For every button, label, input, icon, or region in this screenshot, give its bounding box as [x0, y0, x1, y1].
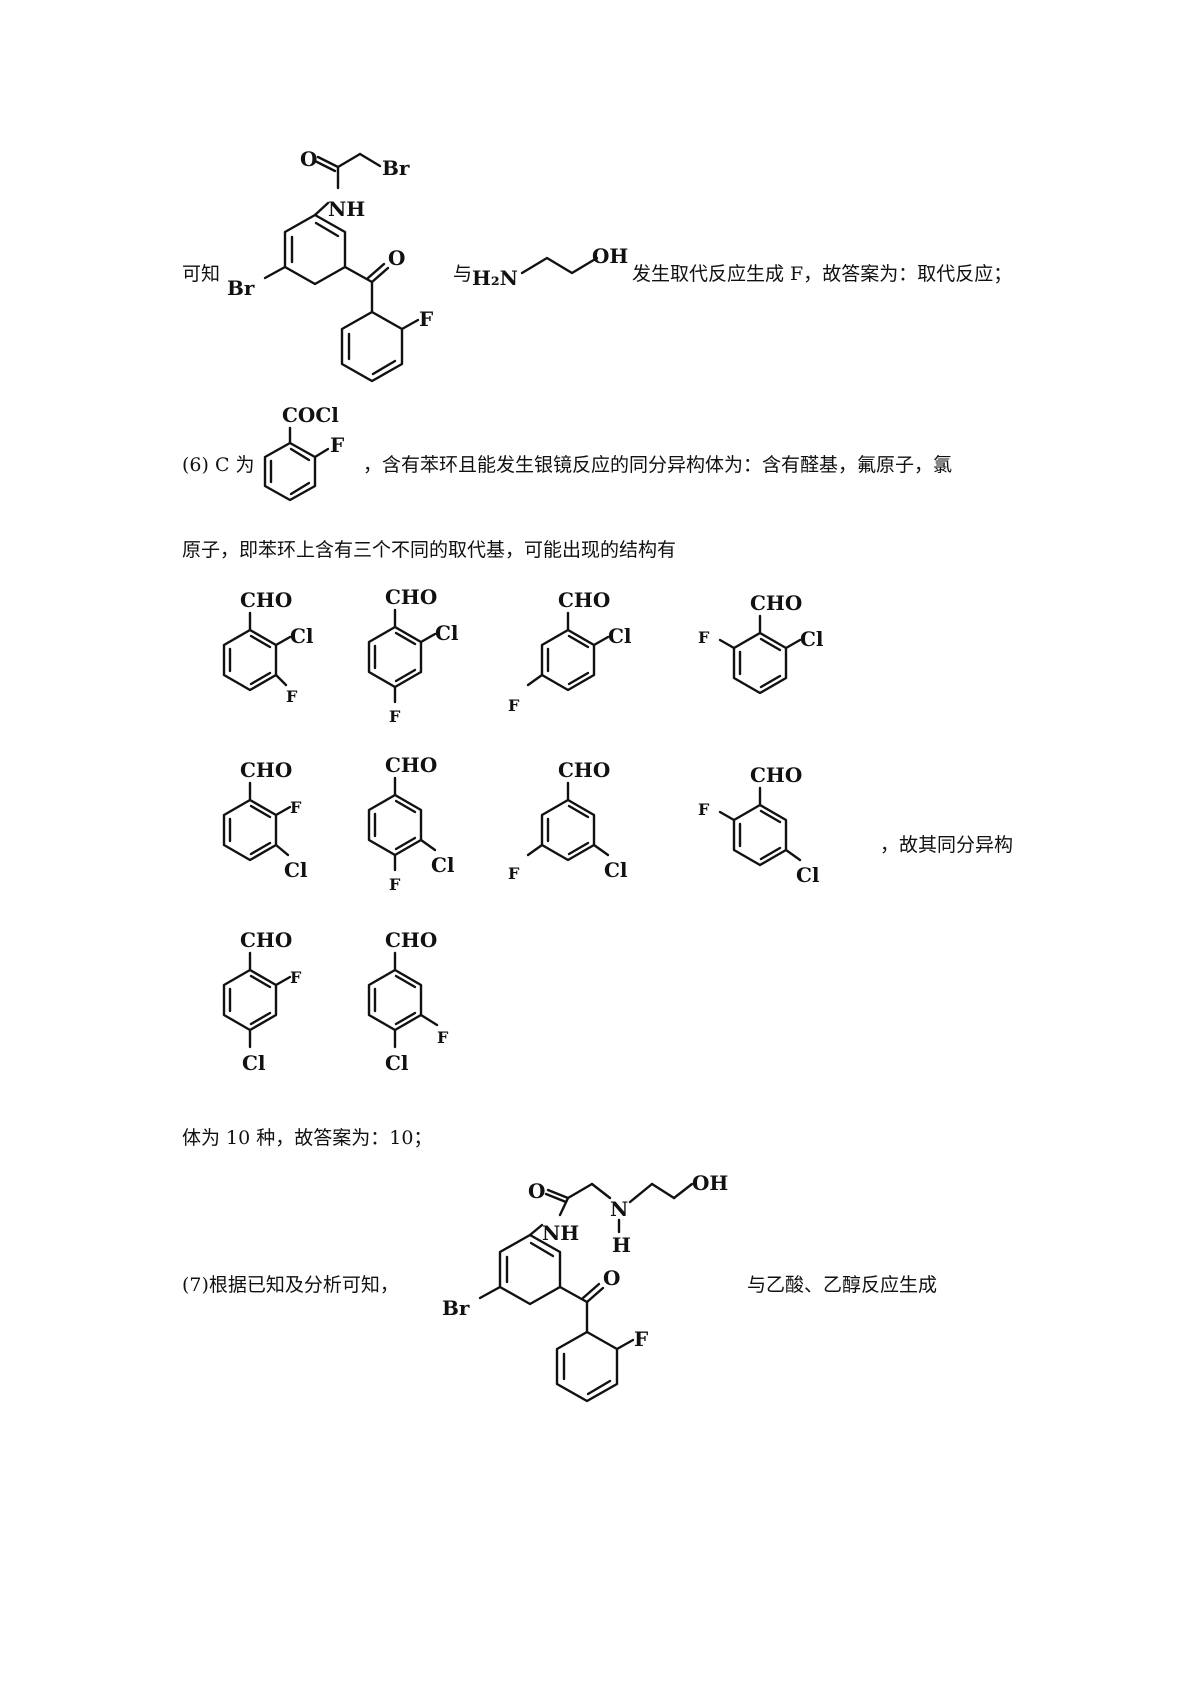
label-cl: Cl — [608, 624, 632, 648]
isomer-8: CHO F Cl — [698, 763, 820, 887]
isomer-10: CHO F Cl — [367, 928, 449, 1075]
isomer-2: CHO Cl F — [367, 585, 459, 726]
label-f: F — [286, 687, 298, 706]
label-o: O — [388, 246, 405, 270]
isomer-4: CHO Cl F — [698, 591, 824, 695]
label-cl: Cl — [385, 1051, 409, 1075]
label-cho: CHO — [385, 928, 437, 952]
label-f: F — [437, 1028, 449, 1047]
label-nh: NH — [542, 1221, 579, 1245]
label-cho: CHO — [558, 588, 610, 612]
molecule-ethanolamine: H₂N OH — [472, 244, 628, 290]
label-o: O — [300, 147, 317, 171]
label-br: Br — [382, 156, 410, 180]
label-oh: OH — [592, 244, 628, 268]
label-nh: NH — [328, 197, 365, 221]
isomer-1: CHO Cl F — [222, 588, 314, 706]
molecule-c-acyl-chloride: COCl F — [263, 403, 344, 502]
label-cocl: COCl — [282, 403, 339, 427]
isomer-3: CHO Cl F — [508, 588, 632, 715]
label-cl: Cl — [290, 624, 314, 648]
label-cho: CHO — [750, 763, 802, 787]
text-silver-mirror: ，含有苯环且能发生银镜反应的同分异构体为：含有醛基，氟原子，氯 — [363, 454, 953, 476]
isomer-9: CHO F Cl — [222, 928, 302, 1075]
label-cho: CHO — [385, 753, 437, 777]
label-f: F — [508, 696, 520, 715]
text-known-analysis: (7)根据已知及分析可知， — [182, 1274, 399, 1296]
isomer-6: CHO Cl F — [367, 753, 455, 894]
label-n: N — [610, 1197, 628, 1221]
label-br: Br — [227, 276, 255, 300]
label-cl: Cl — [435, 621, 459, 645]
label-f: F — [389, 875, 401, 894]
label-f: F — [698, 800, 710, 819]
label-h: H — [612, 1233, 631, 1257]
text-react-with-acid: 与乙酸、乙醇反应生成 — [747, 1274, 938, 1296]
label-f: F — [419, 307, 433, 331]
label-cho: CHO — [385, 585, 437, 609]
molecule-intermediate: NH O N H OH Br O F — [442, 1171, 728, 1403]
label-f: F — [698, 628, 710, 647]
text-substitution-answer: 发生取代反应生成 F，故答案为：取代反应； — [632, 263, 1013, 285]
text-isomers: ，故其同分异构 — [880, 834, 1014, 856]
label-f: F — [290, 798, 302, 817]
label-cho: CHO — [558, 758, 610, 782]
label-cl: Cl — [242, 1051, 266, 1075]
label-h2n: H₂N — [472, 266, 518, 290]
label-o: O — [603, 1266, 620, 1290]
label-cl: Cl — [284, 858, 308, 882]
label-cl: Cl — [431, 853, 455, 877]
label-br: Br — [442, 1296, 470, 1320]
text-ke-zhi: 可知 — [182, 263, 221, 285]
label-cho: CHO — [750, 591, 802, 615]
label-f: F — [508, 864, 520, 883]
text-yu: 与 — [453, 263, 473, 285]
label-cho: CHO — [240, 928, 292, 952]
text-three-substituents: 原子，即苯环上含有三个不同的取代基，可能出现的结构有 — [182, 539, 677, 561]
label-cho: CHO — [240, 588, 292, 612]
label-f: F — [290, 968, 302, 987]
label-cl: Cl — [796, 863, 820, 887]
text-c-is: (6) C 为 — [182, 454, 255, 476]
isomer-7: CHO Cl F — [508, 758, 628, 883]
molecule-bromoacetamide: NH O Br Br O F — [227, 147, 433, 383]
label-f: F — [330, 433, 344, 457]
label-oh: OH — [692, 1171, 728, 1195]
text-ten-isomers: 体为 10 种，故答案为：10； — [182, 1127, 433, 1149]
label-f: F — [389, 707, 401, 726]
label-cl: Cl — [800, 627, 824, 651]
label-f: F — [634, 1327, 648, 1351]
isomer-5: CHO F Cl — [222, 758, 308, 882]
label-o: O — [528, 1179, 545, 1203]
label-cho: CHO — [240, 758, 292, 782]
label-cl: Cl — [604, 858, 628, 882]
